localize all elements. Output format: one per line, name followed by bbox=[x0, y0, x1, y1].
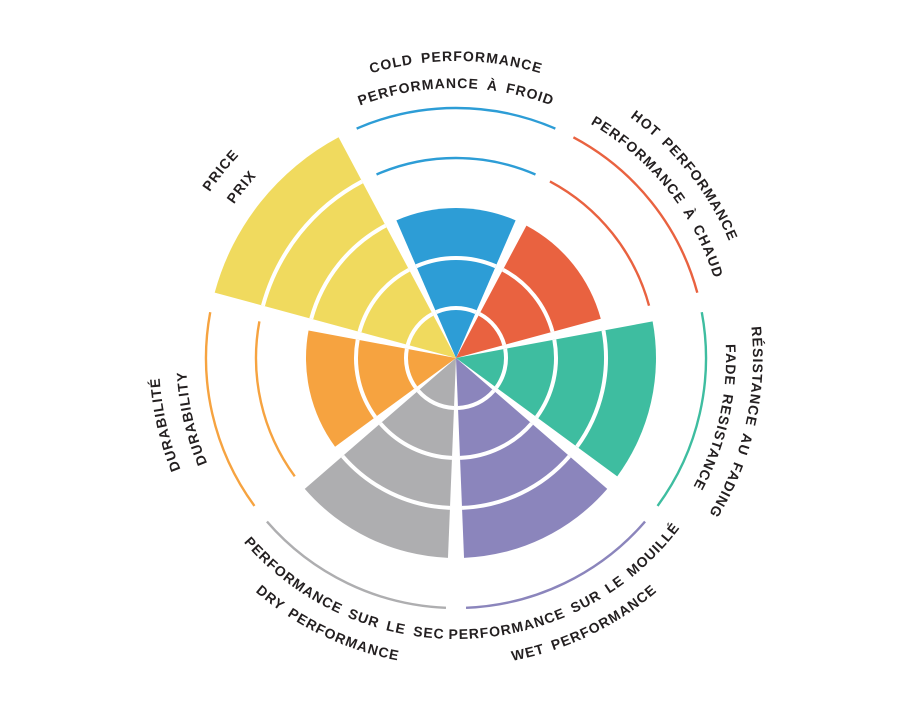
sector-label-hot-line1: HOT PERFORMANCE bbox=[628, 107, 741, 243]
level-arc-wet-level5 bbox=[465, 520, 646, 609]
level-arc-dry-level5 bbox=[266, 520, 447, 609]
sector-wedge-wet bbox=[456, 358, 608, 558]
level-arc-fade-level5 bbox=[656, 311, 708, 507]
level-arc-durability-level5 bbox=[204, 311, 256, 507]
level-arc-durability-level4 bbox=[254, 321, 296, 478]
sector-label-price-line2: PRIX bbox=[223, 167, 259, 206]
ring-separator-fade-level1 bbox=[494, 348, 508, 389]
ring-separator-price-level4 bbox=[261, 179, 364, 307]
ring-separator-dry-level3 bbox=[341, 454, 451, 510]
sector-label-cold-line2: PERFORMANCE À FROID bbox=[356, 75, 557, 108]
ring-separator-price-level1 bbox=[405, 312, 434, 346]
level-arc-hot-level5 bbox=[572, 136, 699, 293]
ring-separator-cold-level1 bbox=[435, 306, 477, 314]
sector-label-durability-line2: DURABILITY bbox=[173, 371, 210, 468]
level-arc-hot-level4 bbox=[549, 180, 651, 307]
ring-separator-price-level2 bbox=[357, 267, 410, 333]
ring-separator-hot-level1 bbox=[478, 312, 507, 346]
ring-separator-wet-level3 bbox=[461, 454, 571, 510]
ring-separator-wet-level1 bbox=[457, 389, 496, 410]
sector-label-cold-line1: COLD PERFORMANCE bbox=[367, 48, 544, 76]
ring-separator-durability-level1 bbox=[404, 348, 418, 389]
ring-separator-dry-level2 bbox=[378, 422, 453, 460]
ring-separator-price-level3 bbox=[309, 223, 387, 320]
ring-separator-fade-level3 bbox=[575, 330, 608, 448]
sector-wedge-price bbox=[214, 137, 456, 358]
sector-wedge-dry bbox=[304, 358, 456, 558]
ring-separator-durability-level2 bbox=[354, 339, 377, 419]
ring-separator-dry-level1 bbox=[416, 389, 455, 410]
ring-separator-fade-level2 bbox=[535, 339, 558, 419]
ring-separator-cold-level2 bbox=[415, 255, 497, 269]
level-arc-cold-level4 bbox=[376, 156, 536, 176]
ring-separator-wet-level2 bbox=[459, 422, 534, 460]
sector-wedge-cold bbox=[396, 207, 516, 358]
ring-separator-hot-level2 bbox=[502, 267, 555, 333]
sector-wedge-durability bbox=[306, 330, 456, 447]
level-arc-cold-level5 bbox=[356, 106, 556, 130]
